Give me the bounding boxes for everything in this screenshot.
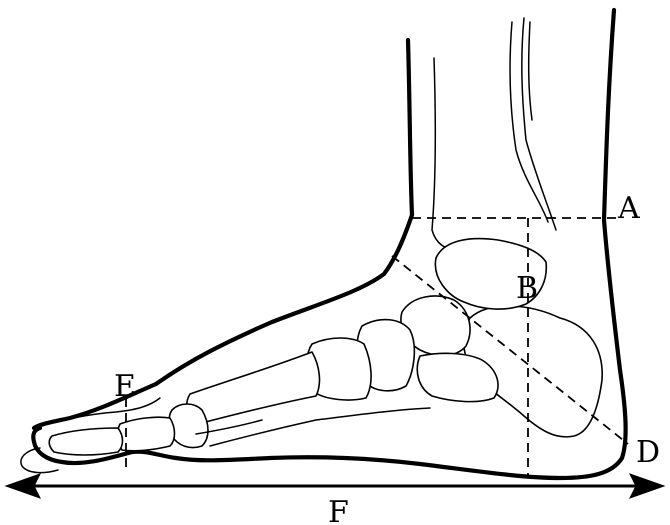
metatarsal-lower-line [210,408,430,446]
fibula-line-3 [529,22,532,120]
proximal-phalanx-bone [169,404,208,448]
metatarsal-shaft-bone [187,352,320,424]
fibula-line-2 [522,18,556,230]
label-e: E [114,369,136,404]
label-b: B [516,271,538,306]
leg-bones [432,18,556,248]
distal-phalanx-bone [49,428,122,455]
label-f: F [328,495,349,525]
tibia-front-line [432,58,454,248]
label-d: D [636,435,660,470]
label-a: A [617,191,640,226]
